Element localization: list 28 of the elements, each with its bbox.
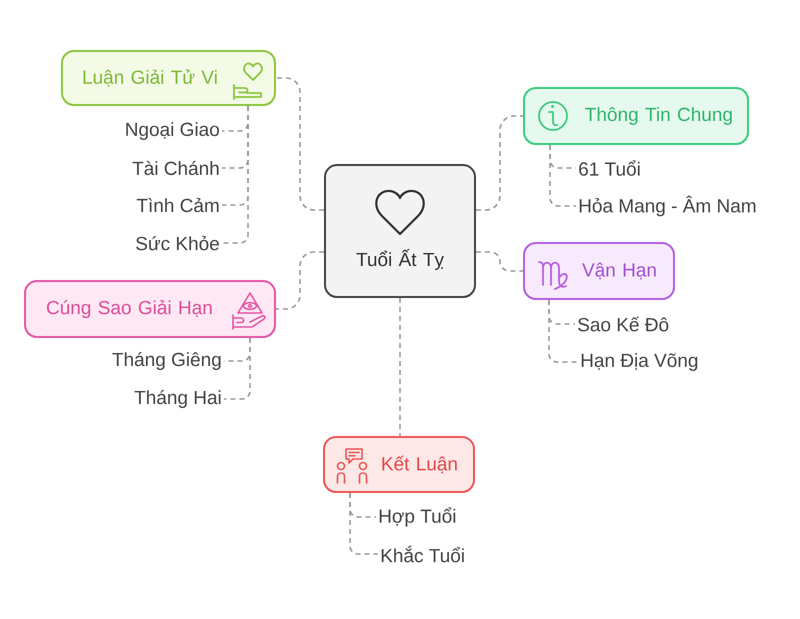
connector-line (476, 251, 523, 272)
topic-box: Vận Hạn (523, 242, 675, 300)
item-text: Hỏa Mang - Âm Nam (580, 196, 756, 216)
connector-line (276, 251, 324, 310)
connector-line (349, 493, 378, 555)
connector-line (222, 106, 249, 244)
connector-line (476, 115, 523, 211)
connector-line (399, 298, 401, 436)
connector-line (548, 300, 578, 363)
topic-box: Thông Tin Chung (523, 87, 749, 145)
connector-line (224, 338, 251, 400)
item-text: Ngoại Giao (126, 122, 219, 140)
item-text: Hạn Địa Võng (582, 353, 698, 371)
central-box: Tuổi Ất Tỵ (324, 164, 476, 298)
item-text: Sức Khỏe (136, 236, 219, 250)
item-text: Sao Kế Đô (578, 316, 668, 332)
item-text: Khắc Tuổi (382, 546, 464, 562)
topic-box: Luận Giải Tử Vi (61, 50, 276, 106)
item-text: Tình Cảm (136, 198, 219, 212)
connector-line (276, 77, 324, 211)
topic-box: Cúng Sao Giải Hạn (24, 280, 276, 338)
item-text: Hợp Tuổi (380, 507, 456, 527)
topic-box: Kết Luận (323, 436, 475, 493)
item-text: Tài Chánh (132, 160, 219, 176)
item-text: Tháng Giêng (112, 352, 221, 370)
connector-line (549, 145, 576, 207)
item-text: Tháng Hai (134, 390, 220, 408)
item-text: 61 Tuổi (579, 160, 640, 176)
